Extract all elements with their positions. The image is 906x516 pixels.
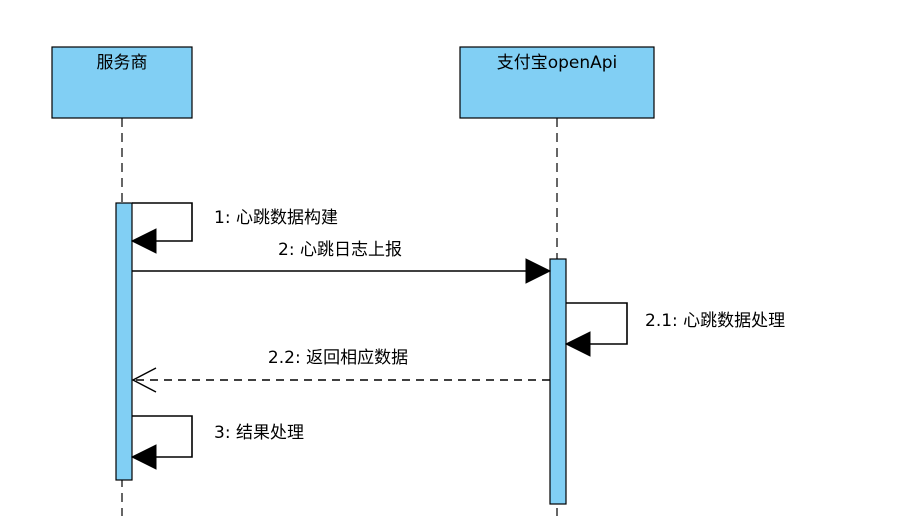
message-2-2-arrowhead [131, 367, 157, 393]
message-2-label: 2: 心跳日志上报 [278, 240, 402, 260]
participant-alipay-box [459, 46, 655, 119]
participant-alipay: 支付宝openApi [459, 46, 655, 119]
activation-alipay [549, 258, 567, 505]
activation-provider [115, 202, 133, 481]
participant-provider-label: 服务商 [97, 53, 148, 73]
message-1-label: 1: 心跳数据构建 [214, 208, 338, 228]
message-2-arrowhead [525, 258, 552, 284]
participant-provider-box [51, 46, 193, 119]
message-1-line [132, 202, 193, 242]
message-2-1-line [566, 302, 628, 345]
message-2-2-label: 2.2: 返回相应数据 [268, 348, 408, 368]
participant-provider: 服务商 [51, 46, 193, 119]
message-1: 1: 心跳数据构建 [130, 202, 338, 254]
message-2: 2: 心跳日志上报 [132, 240, 552, 284]
message-2-1-arrowhead [564, 331, 591, 357]
message-3-label: 3: 结果处理 [214, 423, 304, 443]
message-2-1: 2.1: 心跳数据处理 [564, 302, 785, 357]
participant-alipay-label: 支付宝openApi [497, 53, 618, 73]
message-3-arrowhead [130, 444, 157, 470]
message-2-2: 2.2: 返回相应数据 [131, 348, 550, 393]
message-3-line [132, 415, 193, 458]
message-2-1-label: 2.1: 心跳数据处理 [645, 311, 785, 331]
message-1-arrowhead [130, 228, 157, 254]
message-3: 3: 结果处理 [130, 415, 304, 470]
